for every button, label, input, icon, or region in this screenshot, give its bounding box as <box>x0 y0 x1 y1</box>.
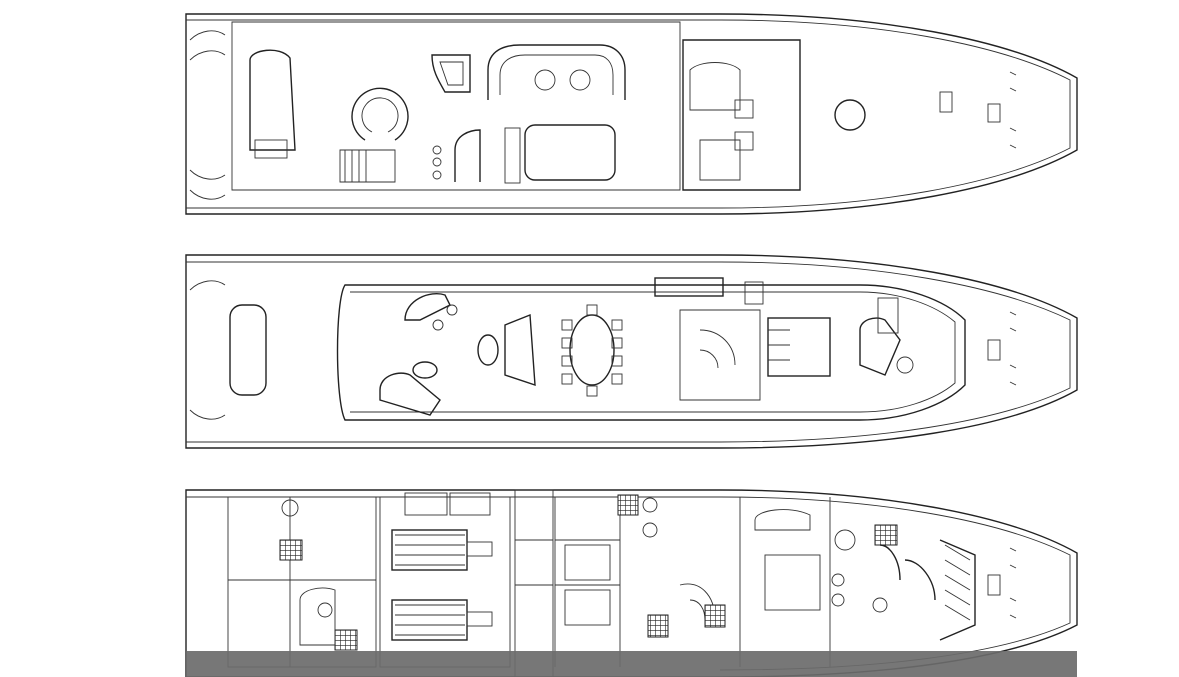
vip-bed <box>764 554 821 611</box>
forward-stairs <box>939 539 976 641</box>
flybridge-helm <box>682 39 801 191</box>
engine-port <box>391 529 468 571</box>
sun-pad <box>524 124 616 181</box>
engine-starboard <box>391 599 468 641</box>
dining-table <box>569 314 615 386</box>
galley-counter <box>654 277 724 297</box>
bottom-overlay-bar <box>186 651 1077 677</box>
lower-deck <box>185 489 1078 677</box>
lounge-sofa <box>504 313 536 386</box>
round-sofa <box>351 87 409 141</box>
main-deck <box>185 254 1078 449</box>
tender <box>249 49 296 151</box>
aft-sunpad <box>229 304 267 396</box>
saloon-sofa <box>404 293 451 321</box>
bar <box>454 129 481 182</box>
engine-room <box>379 496 511 668</box>
radar-dome <box>834 99 866 131</box>
master-bed <box>767 317 831 377</box>
jacuzzi <box>431 54 471 93</box>
sun-sofa <box>487 44 626 100</box>
upper-deck <box>185 13 1078 215</box>
saloon <box>336 284 966 421</box>
